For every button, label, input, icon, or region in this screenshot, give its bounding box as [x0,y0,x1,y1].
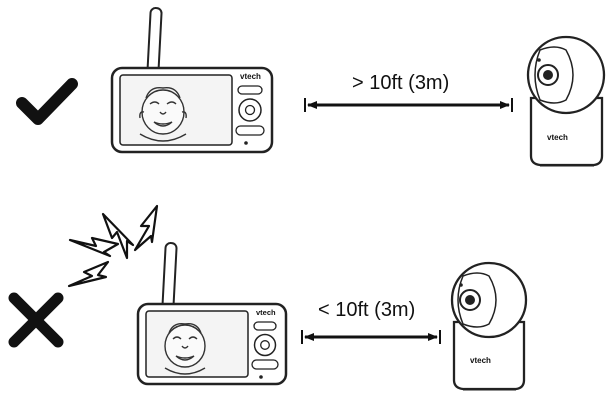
monitor-button-top[interactable] [253,321,277,331]
row-incorrect: vtech vtech [8,204,528,391]
camera-brand-logo: vtech [547,133,568,142]
lightning-bolt-icon [133,204,159,252]
baby-camera: vtech [450,261,528,391]
camera-brand-logo: vtech [470,356,491,365]
camera-base [529,96,604,167]
parent-monitor: vtech [110,7,274,154]
monitor-antenna [161,242,178,313]
monitor-dpad-center[interactable] [244,104,256,116]
distance-indicator [304,98,513,112]
row-correct: vtech vtech [16,7,606,167]
baby-face-image [139,87,187,142]
camera-base [452,320,526,391]
monitor-led [259,375,263,379]
baby-camera: vtech [526,35,606,167]
monitor-dpad-center[interactable] [260,340,270,350]
cross-icon [8,292,64,348]
monitor-brand-logo: vtech [256,308,276,317]
camera-sensor [537,58,541,62]
checkmark-icon [16,78,78,125]
monitor-button-talk[interactable] [251,359,279,370]
lightning-bolt-icon [68,236,120,258]
camera-lens [543,70,553,80]
monitor-antenna [146,7,163,78]
camera-lens [465,295,475,305]
interference-icon [67,204,159,288]
distance-label-incorrect: < 10ft (3m) [318,299,416,321]
distance-label-correct: > 10ft (3m) [352,72,450,94]
monitor-button-talk[interactable] [235,125,265,136]
monitor-button-top[interactable] [237,85,263,95]
monitor-led [244,141,248,145]
baby-face-image [164,323,206,375]
parent-monitor: vtech [136,242,288,386]
monitor-brand-logo: vtech [240,72,261,81]
lightning-bolt-icon [101,212,135,260]
distance-indicator [301,330,441,344]
lightning-bolt-icon [67,260,110,288]
camera-sensor [459,283,463,287]
